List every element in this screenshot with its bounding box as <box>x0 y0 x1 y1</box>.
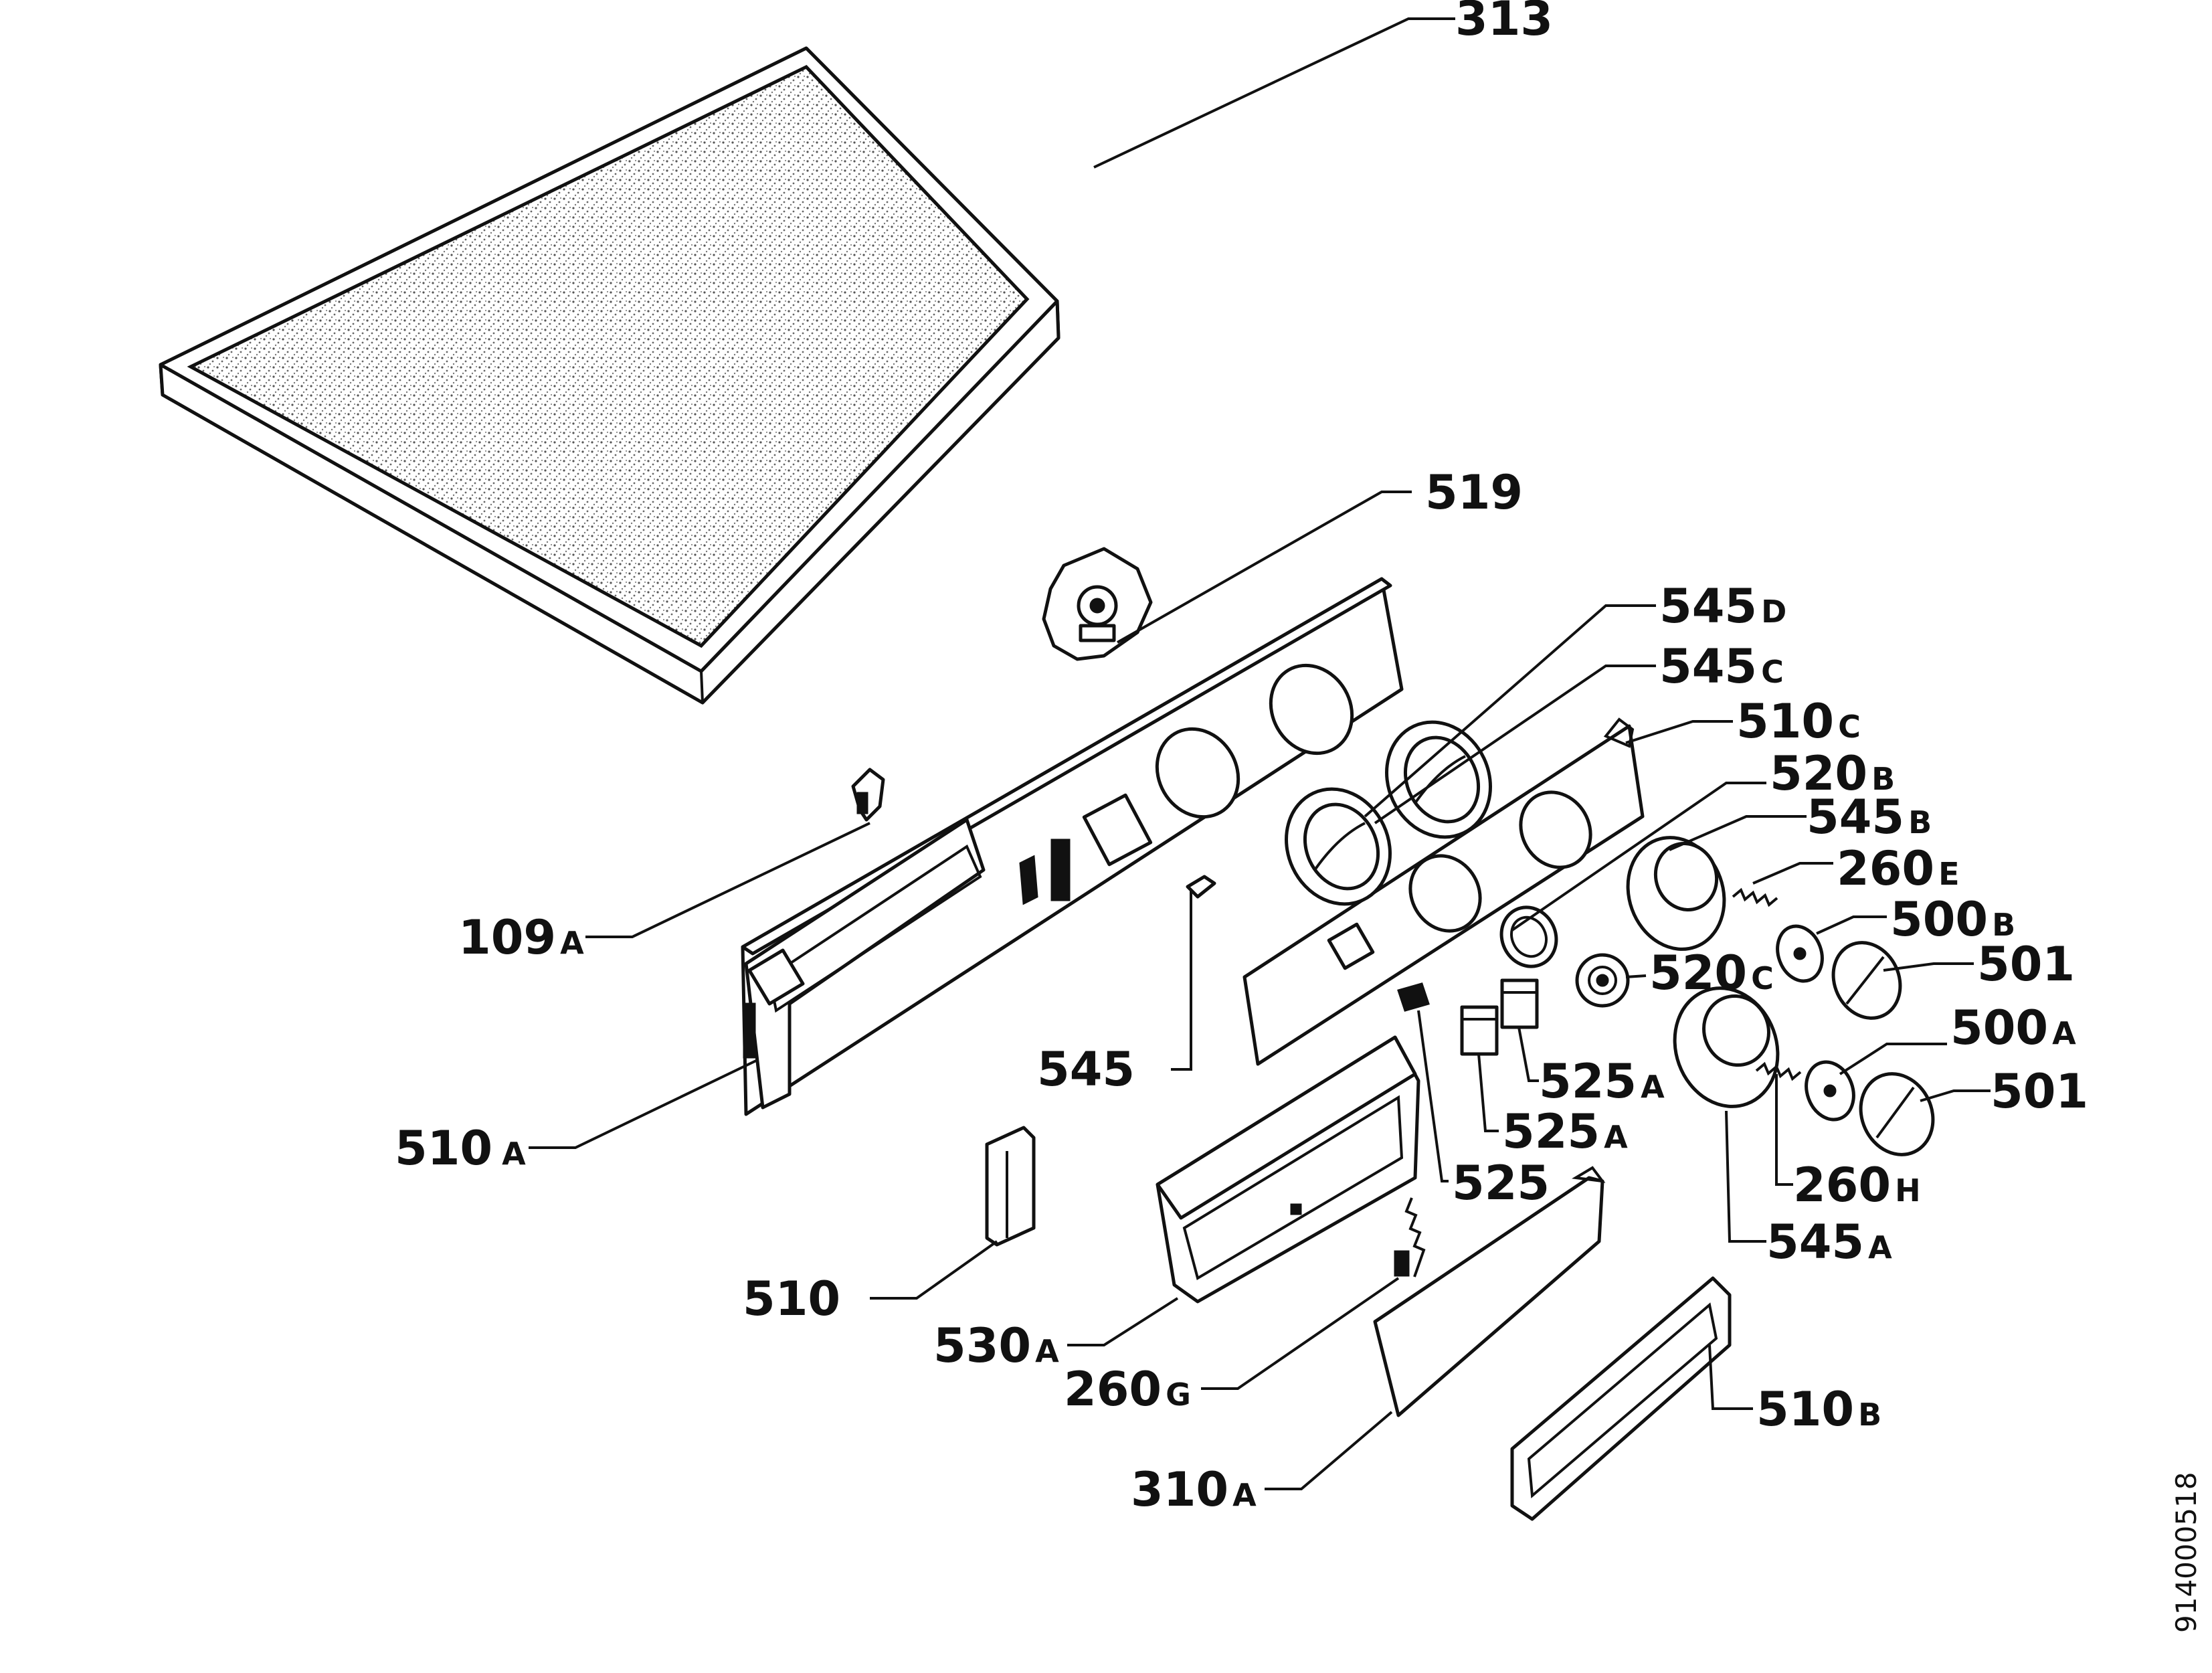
control-panel-housing-510a <box>741 577 1404 1116</box>
gear-520c <box>1575 953 1630 1008</box>
cover-plate-510b <box>1510 1276 1732 1521</box>
drawer-530a <box>1156 1035 1420 1304</box>
spring-260e <box>1732 887 1778 907</box>
switch-block-525a-lower <box>1460 1005 1499 1056</box>
spring-260h <box>1755 1061 1802 1081</box>
ring-520b <box>1499 905 1558 968</box>
knob-body-545a <box>1673 986 1780 1108</box>
ring-545c <box>1285 787 1392 906</box>
insert-500a <box>1805 1060 1855 1122</box>
fascia-plate-510c <box>1242 717 1645 1066</box>
filter-panel-313 <box>159 46 1061 705</box>
knob-cap-501-lower <box>1859 1072 1935 1156</box>
leader-lines <box>529 17 1991 1490</box>
label-545: 545 <box>1037 1042 1135 1097</box>
insert-500b <box>1776 924 1824 983</box>
connector-525 <box>1397 982 1430 1012</box>
indicator-545 <box>1186 875 1216 899</box>
label-501-upper: 501 <box>1977 937 2075 992</box>
switch-block-525a-upper <box>1500 978 1539 1029</box>
clip-109a <box>851 768 885 822</box>
knob-body-545b <box>1626 836 1726 951</box>
label-313: 313 <box>1455 0 1553 46</box>
label-510: 510 <box>743 1271 840 1326</box>
label-525: 525 <box>1452 1156 1550 1211</box>
bracket-510 <box>985 1126 1036 1247</box>
label-501-lower: 501 <box>1991 1064 2088 1119</box>
flap-310a <box>1373 1166 1606 1417</box>
cam-disc-519 <box>1042 547 1153 661</box>
document-code: 914000518 <box>2170 1472 2203 1634</box>
clip-260g <box>1394 1197 1426 1278</box>
label-519: 519 <box>1425 465 1523 520</box>
knob-cap-501-upper <box>1831 941 1902 1020</box>
